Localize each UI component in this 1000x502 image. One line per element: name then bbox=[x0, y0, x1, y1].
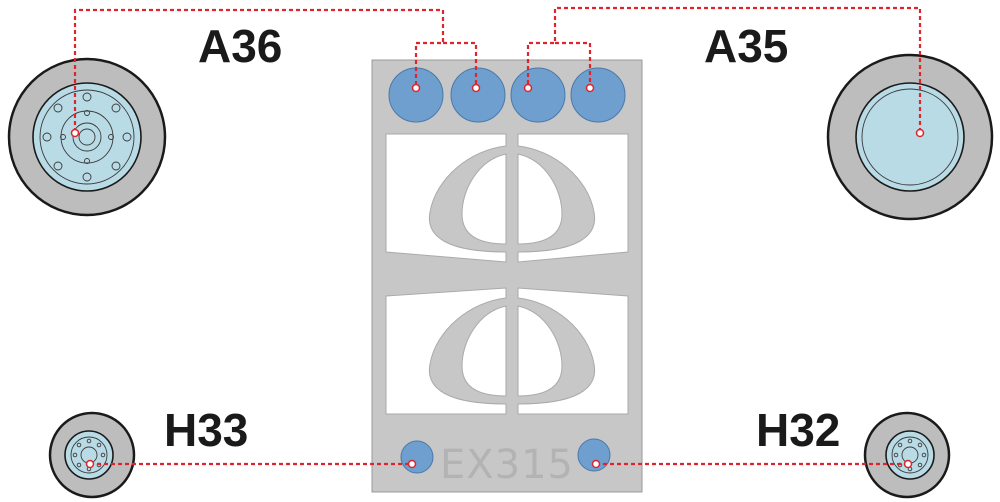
wheel-a36-hub-ring bbox=[39, 89, 135, 185]
mask-disc-3 bbox=[510, 67, 566, 123]
part-label-h32: H32 bbox=[756, 404, 840, 456]
endpoint-a36-wheel bbox=[70, 128, 80, 138]
leader-a36-branch bbox=[443, 41, 478, 88]
endpoint-a35-disc-4 bbox=[585, 83, 595, 93]
endpoint-a36-disc-2 bbox=[471, 83, 481, 93]
endpoint-h32-disc bbox=[591, 459, 601, 469]
leader-endpoints bbox=[70, 83, 925, 469]
sheet-code: EX315 bbox=[440, 442, 574, 488]
mask-disc-2 bbox=[450, 67, 506, 123]
wheel-h33-ring bbox=[70, 436, 108, 474]
endpoint-h33-wheel bbox=[85, 459, 95, 469]
wheel-h33-hub bbox=[64, 430, 114, 480]
wheel-a36-center-inner bbox=[78, 128, 96, 146]
endpoint-a36-disc-1 bbox=[411, 83, 421, 93]
mask-disc-5 bbox=[400, 440, 434, 474]
wheel-a36-bolts bbox=[42, 92, 132, 182]
wheel-a35 bbox=[826, 53, 994, 221]
part-label-a36: A36 bbox=[198, 20, 282, 72]
mask-disc-4 bbox=[570, 67, 626, 123]
wheel-h32-ring bbox=[891, 436, 929, 474]
endpoint-h32-wheel bbox=[903, 459, 913, 469]
wheel-h32 bbox=[863, 411, 951, 499]
leader-a35-branch bbox=[555, 41, 592, 88]
wheel-a36-center bbox=[72, 122, 102, 152]
wheel-a35-hub bbox=[855, 82, 965, 192]
part-label-a35: A35 bbox=[704, 20, 788, 72]
leader-lines bbox=[73, 6, 922, 466]
mask-sheet-background bbox=[371, 59, 643, 493]
wheel-h32-hub bbox=[885, 430, 935, 480]
wheel-a36-hub bbox=[32, 82, 142, 192]
leader-a36 bbox=[73, 8, 445, 132]
mask-disc-6 bbox=[577, 438, 611, 472]
upper-window-masks bbox=[385, 133, 629, 263]
endpoint-a35-wheel bbox=[915, 128, 925, 138]
wheel-a36 bbox=[7, 57, 167, 217]
mask-sheet: EX315 bbox=[371, 59, 643, 493]
part-label-h33: H33 bbox=[164, 404, 248, 456]
wheel-a35-hub-ring bbox=[861, 88, 959, 186]
wheel-h32-bolts bbox=[893, 438, 927, 472]
leader-a35 bbox=[526, 6, 922, 132]
endpoint-h33-disc bbox=[407, 459, 417, 469]
lower-window-masks bbox=[385, 287, 629, 415]
wheel-a36-bolt-circle bbox=[60, 110, 114, 164]
endpoint-a35-disc-3 bbox=[523, 83, 533, 93]
wheel-h33 bbox=[48, 411, 136, 499]
